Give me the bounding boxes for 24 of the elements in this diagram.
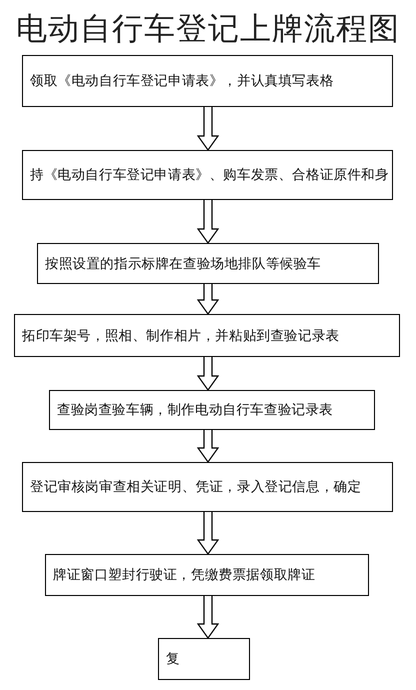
step-text: 按照设置的指示标牌在查验场地排队等候验车: [45, 254, 322, 272]
process-box: [22, 150, 393, 200]
step-text: 牌证窗口塑封行驶证，凭缴费票据领取牌证: [53, 566, 316, 584]
title: 电动自行车登记上牌流程图: [15, 10, 401, 49]
hollow-arrow: [196, 106, 220, 152]
step-text: 领取《电动自行车登记申请表》，并认真填写表格: [30, 72, 334, 90]
process-box: [45, 554, 369, 596]
step-text: 拓印车架号，照相、制作相片，并粘贴到查验记录表: [22, 326, 340, 344]
process-box: [49, 390, 375, 430]
process-box: [14, 314, 400, 357]
hollow-arrow: [196, 595, 220, 640]
hollow-arrow: [196, 356, 220, 392]
step-text: 查验岗查验车辆，制作电动自行车查验记录表: [57, 401, 334, 419]
process-box: [158, 638, 250, 680]
hollow-arrow: [196, 283, 220, 316]
hollow-arrow: [196, 511, 220, 556]
process-box: [22, 462, 393, 512]
hollow-arrow: [196, 429, 220, 464]
step-text: 登记审核岗审查相关证明、凭证，录入登记信息，确定: [30, 478, 362, 496]
process-box: [22, 55, 393, 107]
step-text: 持《电动自行车登记申请表》、购车发票、合格证原件和身: [30, 166, 389, 184]
step-text: 复: [166, 650, 180, 668]
hollow-arrow: [196, 199, 220, 244]
process-box: [37, 243, 379, 284]
